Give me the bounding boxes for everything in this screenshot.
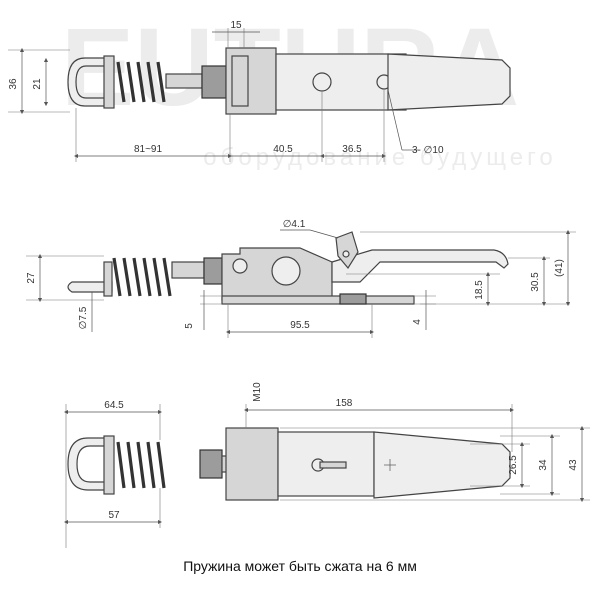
watermark-tagline: оборудование будущего — [203, 144, 556, 171]
dim-width-3: 43 — [568, 459, 579, 471]
dim-adjust-range: 81~91 — [134, 144, 163, 155]
dim-width-1: 26.5 — [508, 455, 519, 475]
dim-side-height: 27 — [26, 272, 37, 284]
dim-rod-diameter: ∅7.5 — [78, 306, 89, 329]
side-view: 27 ∅4.1 ∅7.5 5 95.5 4 18.5 30.5 (41) — [26, 219, 576, 338]
dim-plate-thickness: 4 — [412, 319, 423, 325]
dim-total-length: 158 — [336, 398, 353, 409]
dim-right-length: 36.5 — [342, 144, 362, 155]
dim-height-outer: 36 — [8, 78, 19, 90]
dim-height-3: (41) — [554, 259, 565, 277]
dim-thread: M10 — [252, 382, 263, 402]
dim-loop-length: 64.5 — [104, 400, 124, 411]
dim-height-2: 30.5 — [530, 272, 541, 292]
dim-height-1: 18.5 — [474, 280, 485, 300]
dim-height-inner: 21 — [32, 78, 43, 90]
caption-note: Пружина может быть сжата на 6 мм — [183, 558, 417, 574]
bottom-view: 64.5 158 M10 57 26.5 34 43 — [63, 382, 590, 548]
dim-width-2: 34 — [538, 459, 549, 471]
dim-mid-length: 40.5 — [273, 144, 293, 155]
dim-top-width: 15 — [230, 20, 242, 31]
dim-shaft-length: 57 — [108, 510, 120, 521]
dim-side-length: 95.5 — [290, 320, 310, 331]
dim-holes: 3- ∅10 — [412, 145, 444, 156]
dim-base-thickness: 5 — [184, 323, 195, 329]
top-view: 36 21 15 81~91 40.5 36.5 3- ∅10 — [8, 20, 511, 162]
dim-pin-hole: ∅4.1 — [283, 219, 306, 230]
